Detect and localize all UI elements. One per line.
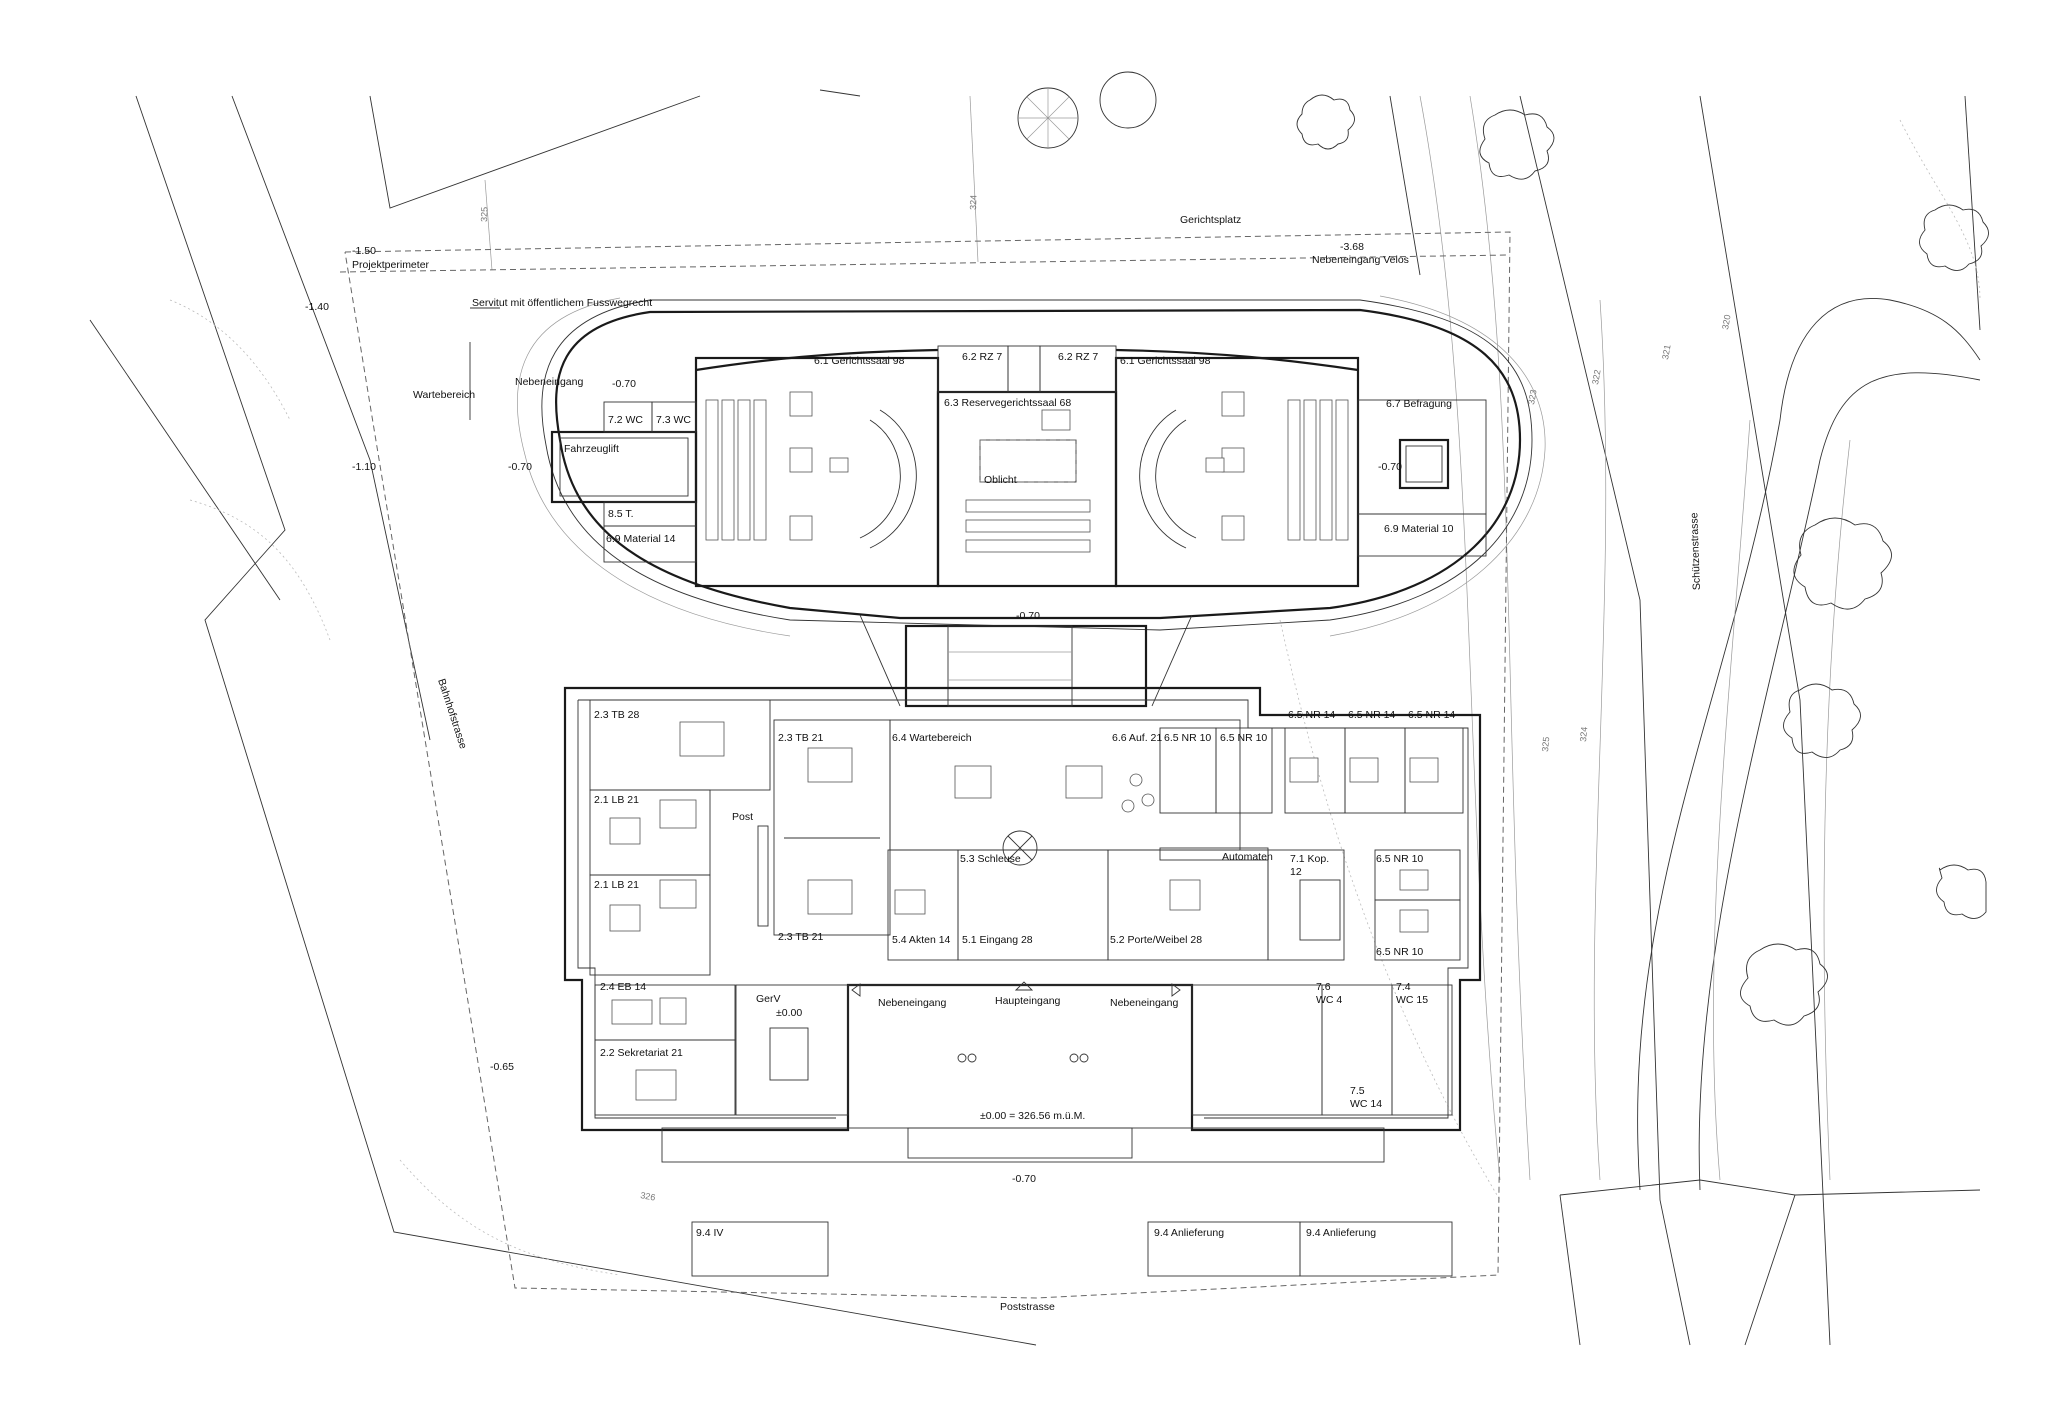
room-7-2-label: 7.2 WC: [608, 414, 643, 426]
level-minus-070-south: -0.70: [1012, 1173, 1036, 1185]
room-2-1-b-label: 2.1 LB 21: [594, 879, 639, 891]
level-minus-070-entry: -0.70: [612, 378, 636, 390]
level-minus-070-west: -0.70: [508, 461, 532, 473]
annex-room-labels: 7.2 WC 7.3 WC Fahrzeuglift 8.5 T. 6.9 Ma…: [564, 351, 1454, 545]
contour-322: 322: [1590, 369, 1602, 386]
parking-9-4-iv-label: 9.4 IV: [696, 1227, 723, 1239]
fahrzeuglift-label: Fahrzeuglift: [564, 443, 619, 455]
room-6-5-e-label: 6.5 NR 14: [1408, 709, 1455, 721]
level-minus-140: -1.40: [305, 301, 329, 313]
contour-325-b: 325: [1540, 736, 1551, 752]
room-6-2-east-label: 6.2 RZ 7: [1058, 351, 1098, 363]
courtroom-annex: [516, 295, 1546, 637]
room-7-3-label: 7.3 WC: [656, 414, 691, 426]
schuetzenstrasse-label: Schützenstrasse: [1688, 512, 1703, 590]
room-6-6-label: 6.6 Auf. 21: [1112, 732, 1162, 744]
room-6-9-east-label: 6.9 Material 10: [1384, 523, 1454, 535]
room-6-9-west-label: 6.9 Material 14: [606, 533, 676, 545]
nebeneingang-north-label: Nebeneingang: [515, 376, 583, 388]
datum-label: ±0.00 = 326.56 m.ü.M.: [980, 1110, 1085, 1122]
room-7-4-b-label: WC 15: [1396, 994, 1428, 1006]
room-5-3-label: 5.3 Schleuse: [960, 853, 1021, 865]
level-minus-150: -1.50: [352, 245, 376, 257]
contour-326: 326: [640, 1190, 657, 1202]
level-minus-368: -3.68: [1340, 241, 1364, 253]
site-context: [89, 71, 1989, 1346]
contour-321: 321: [1660, 344, 1672, 361]
room-7-5-a-label: 7.5: [1350, 1085, 1365, 1097]
reserve-court-furniture: [965, 409, 1091, 553]
level-minus-110: -1.10: [352, 461, 376, 473]
room-7-5-b-label: WC 14: [1350, 1098, 1382, 1110]
contour-325-a: 325: [479, 207, 490, 222]
projektperimeter-label: Projektperimeter: [352, 259, 430, 271]
room-5-2-label: 5.2 Porte/Weibel 28: [1110, 934, 1202, 946]
contour-labels: 325 324 323 322 321 320 324 325 326: [479, 195, 1733, 1203]
level-minus-065: -0.65: [490, 1061, 514, 1073]
room-6-3-label: 6.3 Reservegerichtssaal 68: [944, 397, 1071, 409]
room-6-7-label: 6.7 Befragung: [1386, 398, 1452, 410]
anlieferung-b-label: 9.4 Anlieferung: [1306, 1227, 1376, 1239]
contour-323: 323: [1526, 389, 1538, 406]
oblicht-label: Oblicht: [984, 474, 1017, 486]
post-label: Post: [732, 811, 753, 823]
room-2-3-a-label: 2.3 TB 28: [594, 709, 639, 721]
nebeneingang-right-label: Nebeneingang: [1110, 997, 1178, 1009]
level-000-label: ±0.00: [776, 1007, 802, 1019]
room-6-1-west-label: 6.1 Gerichtssaal 98: [814, 355, 905, 367]
gerv-label: GerV: [756, 993, 781, 1005]
haupteingang-label: Haupteingang: [995, 995, 1061, 1007]
room-7-6-a-label: 7.6: [1316, 981, 1331, 993]
room-2-3-c-label: 2.3 TB 21: [778, 931, 823, 943]
room-7-4-a-label: 7.4: [1396, 981, 1411, 993]
room-2-2-label: 2.2 Sekretariat 21: [600, 1047, 683, 1059]
room-6-1-east-label: 6.1 Gerichtssaal 98: [1120, 355, 1211, 367]
benches-east: [1139, 391, 1349, 549]
room-6-5-f-label: 6.5 NR 10: [1376, 853, 1423, 865]
gerichtsplatz-label: Gerichtsplatz: [1180, 214, 1241, 226]
site-labels: -1.50 Projektperimeter -1.40 -1.10 -0.70…: [305, 214, 1703, 1313]
room-7-1-b-label: 12: [1290, 866, 1302, 878]
perimeter-lines: [339, 231, 1511, 1299]
servitut-label: Servitut mit öffentlichem Fusswegrecht: [472, 297, 652, 309]
contour-324-b: 324: [1578, 726, 1589, 742]
level-minus-070-link: -0.70: [1016, 610, 1040, 622]
link-corridor: [859, 614, 1193, 708]
main-room-labels: 2.3 TB 28 2.1 LB 21 2.1 LB 21 2.4 EB 14 …: [594, 709, 1455, 1110]
room-6-5-a-label: 6.5 NR 10: [1164, 732, 1211, 744]
room-6-5-b-label: 6.5 NR 10: [1220, 732, 1267, 744]
contour-320: 320: [1720, 314, 1732, 331]
room-7-1-a-label: 7.1 Kop.: [1290, 853, 1329, 865]
room-2-1-a-label: 2.1 LB 21: [594, 794, 639, 806]
wartebereich-outside-label: Wartebereich: [413, 389, 475, 401]
contour-324-a: 324: [968, 195, 979, 210]
room-6-2-west-label: 6.2 RZ 7: [962, 351, 1002, 363]
level-minus-070-east: -0.70: [1378, 461, 1402, 473]
room-2-4-label: 2.4 EB 14: [600, 981, 646, 993]
room-6-5-d-label: 6.5 NR 14: [1348, 709, 1395, 721]
anlieferung-a-label: 9.4 Anlieferung: [1154, 1227, 1224, 1239]
nebeneingang-velos-label: Nebeneingang Velos: [1312, 254, 1409, 266]
room-5-4-label: 5.4 Akten 14: [892, 934, 951, 946]
room-6-5-c-label: 6.5 NR 14: [1288, 709, 1335, 721]
nebeneingang-left-label: Nebeneingang: [878, 997, 946, 1009]
poststrasse-label: Poststrasse: [1000, 1301, 1055, 1313]
main-building: [563, 686, 1482, 1163]
parking-bays: 9.4 IV 9.4 Anlieferung 9.4 Anlieferung: [691, 1221, 1453, 1277]
room-6-4-label: 6.4 Wartebereich: [892, 732, 972, 744]
room-2-3-b-label: 2.3 TB 21: [778, 732, 823, 744]
room-8-5-label: 8.5 T.: [608, 508, 634, 520]
room-5-1-label: 5.1 Eingang 28: [962, 934, 1033, 946]
room-6-5-g-label: 6.5 NR 10: [1376, 946, 1423, 958]
room-7-6-b-label: WC 4: [1316, 994, 1342, 1006]
automaten-label: Automaten: [1222, 851, 1273, 863]
benches-west: [705, 391, 917, 549]
bahnhofstrasse-label: Bahnhofstrasse: [435, 677, 469, 750]
